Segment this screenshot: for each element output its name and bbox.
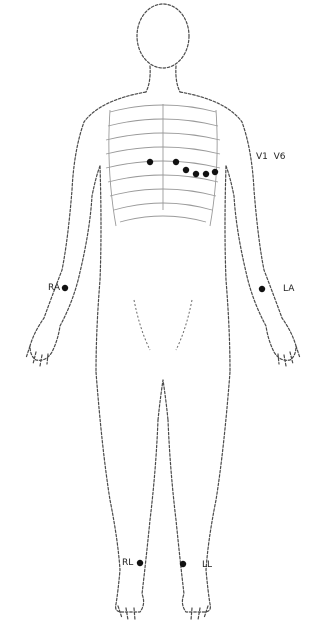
electrode-v2 bbox=[173, 159, 179, 165]
electrode-ra bbox=[62, 285, 68, 291]
label-left-leg: LL bbox=[202, 560, 212, 570]
label-left-arm: LA bbox=[283, 284, 294, 294]
electrode-v1 bbox=[147, 159, 153, 165]
electrodes bbox=[62, 159, 265, 567]
electrode-v4 bbox=[193, 171, 199, 177]
label-right-leg: RL bbox=[122, 558, 133, 568]
electrode-ll bbox=[180, 561, 186, 567]
body-outline bbox=[26, 4, 300, 620]
electrode-rl bbox=[137, 560, 143, 566]
label-chest-leads: V1 V6 bbox=[256, 152, 286, 162]
electrode-la bbox=[259, 286, 265, 292]
electrode-v3 bbox=[183, 167, 189, 173]
label-right-arm: RA bbox=[48, 283, 60, 293]
electrode-v6 bbox=[212, 169, 218, 175]
ribcage bbox=[106, 104, 220, 226]
electrode-v5 bbox=[203, 171, 209, 177]
